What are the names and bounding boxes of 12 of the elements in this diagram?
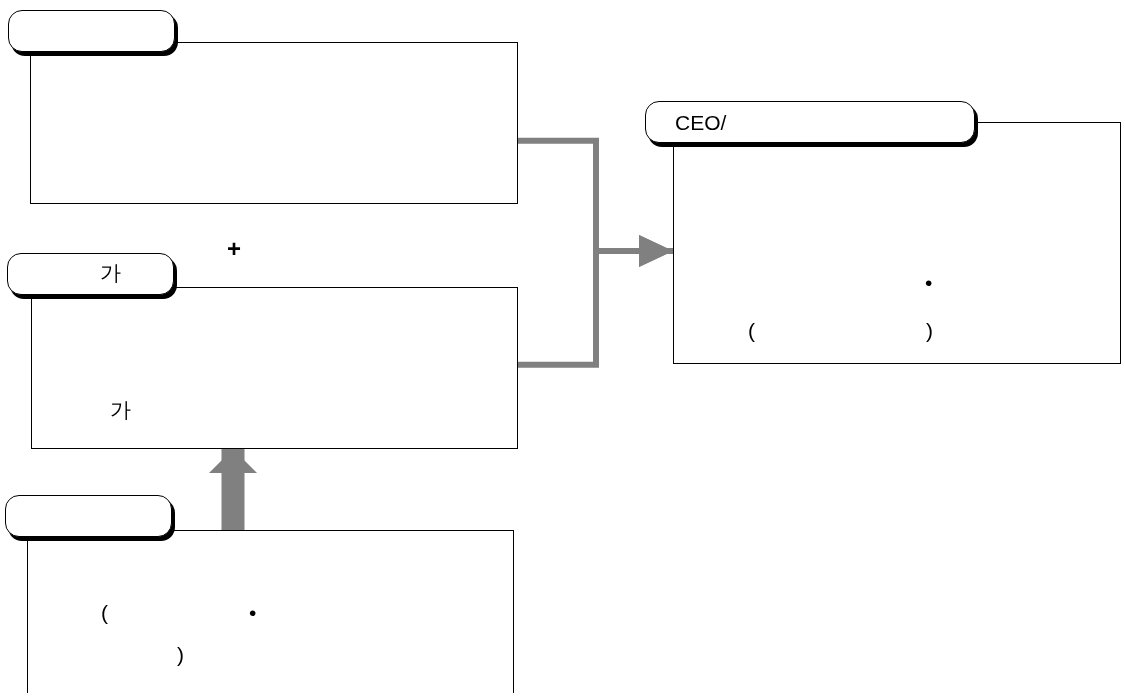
arrow — [518, 235, 673, 368]
body-text: • — [925, 271, 933, 295]
title-text: 가 — [100, 261, 121, 285]
body-text: ( — [748, 319, 755, 343]
body-text: ) — [926, 319, 933, 343]
body-text: ) — [177, 643, 184, 667]
body-text: ( — [101, 601, 108, 625]
plus-sign: + — [227, 237, 241, 261]
title-text: CEO/ — [675, 111, 727, 135]
body-text: 가 — [110, 398, 131, 422]
body-text: • — [249, 601, 257, 625]
arrow — [209, 449, 257, 530]
